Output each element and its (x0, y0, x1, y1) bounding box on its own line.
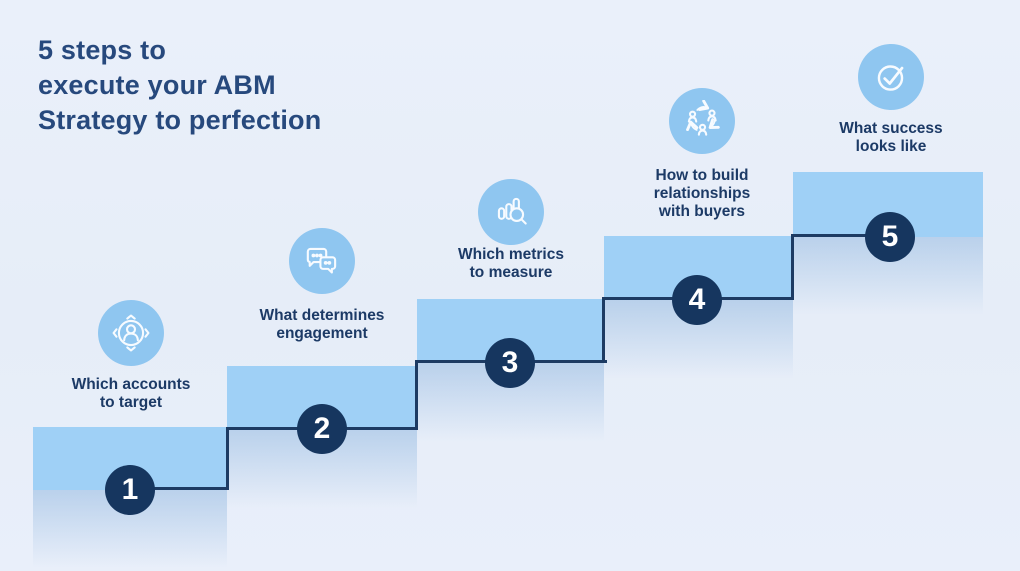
staircase-line-riser (226, 427, 229, 490)
step-number: 3 (501, 346, 519, 379)
check-circle-icon (858, 44, 924, 110)
step-number-badge-1: 1 (105, 465, 155, 515)
step-number: 2 (313, 412, 331, 445)
step-number-badge-2: 2 (297, 404, 347, 454)
step-label-2: What determines engagement (259, 307, 385, 342)
chat-bubbles-icon (306, 247, 337, 274)
target-person-icon (112, 314, 150, 352)
step-number: 1 (121, 473, 139, 506)
step-number-badge-3: 3 (485, 338, 535, 388)
check-circle-icon (877, 65, 904, 91)
step-number: 4 (688, 283, 706, 316)
step-label-5: What success looks like (839, 120, 943, 155)
people-cycle-icon (686, 100, 720, 136)
metrics-magnifier-icon (497, 197, 527, 225)
staircase-line-segment (130, 487, 229, 490)
step-label-1: Which accounts to target (71, 376, 191, 411)
step-number-badge-4: 4 (672, 275, 722, 325)
people-cycle-icon (669, 88, 735, 154)
staircase-line-riser (415, 360, 418, 430)
staircase-line-riser (791, 234, 794, 300)
step-number: 5 (881, 220, 899, 253)
step-label-4: How to build relationships with buyers (653, 167, 751, 220)
step-number-badge-5: 5 (865, 212, 915, 262)
staircase-line-segment (793, 234, 890, 237)
chat-bubbles-icon (289, 228, 355, 294)
metrics-magnifier-icon (478, 179, 544, 245)
target-person-icon (98, 300, 164, 366)
staircase-line-riser (602, 297, 605, 363)
step-label-3: Which metrics to measure (458, 246, 564, 281)
page-title: 5 steps to execute your ABM Strategy to … (38, 35, 322, 135)
